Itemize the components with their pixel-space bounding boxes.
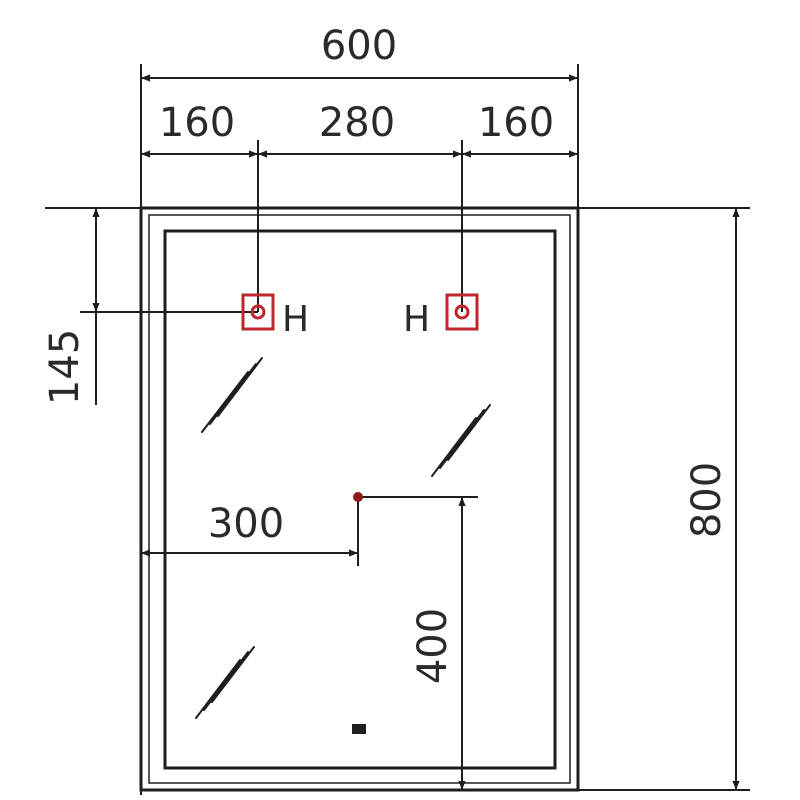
reflection-mark-top-left — [201, 357, 263, 433]
right-offset-label: 160 — [478, 100, 554, 146]
glass-reflection-marks — [195, 357, 491, 719]
center-vertical-label: 400 — [410, 608, 456, 684]
right-hook-label: H — [403, 299, 430, 340]
left-offset-label: 160 — [159, 100, 235, 146]
left-hook — [241, 293, 275, 331]
right-hook — [445, 293, 479, 331]
touch-switch-icon — [352, 724, 366, 734]
total-width-label: 600 — [321, 23, 397, 69]
extension-lines — [45, 64, 750, 795]
mirror-middle-border — [148, 214, 571, 784]
right-hook-marker — [445, 293, 479, 331]
left-hook-marker — [241, 293, 275, 331]
right-hook-point — [454, 304, 470, 320]
center-horizontal-label: 300 — [208, 501, 284, 547]
total-height-label: 800 — [684, 462, 730, 538]
dimension-lines — [92, 74, 740, 790]
reflection-mark-bottom-left — [195, 646, 255, 719]
hook-height-label: 145 — [42, 329, 88, 405]
left-hook-point — [250, 304, 266, 320]
mirror-inner-border — [163, 229, 557, 770]
hook-spacing-label: 280 — [319, 100, 395, 146]
left-hook-label: H — [282, 299, 309, 340]
center-point — [353, 492, 363, 502]
reflection-mark-middle-right — [431, 404, 491, 477]
